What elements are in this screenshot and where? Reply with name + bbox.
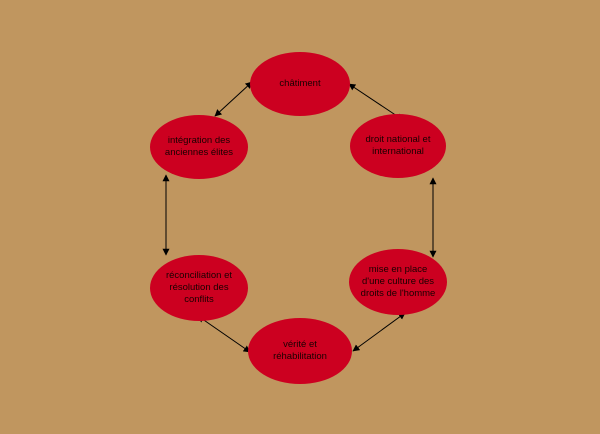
- edge-reconciliation-integration: [197, 315, 251, 353]
- node-chatiment-label: châtiment: [279, 78, 321, 89]
- node-integration-elites: intégration des anciennes élites: [150, 115, 248, 179]
- node-integration-elites-label: intégration des anciennes élites: [164, 135, 234, 158]
- node-culture-droits-homme: mise en place d'une culture des droits d…: [349, 249, 447, 315]
- node-verite-rehabilitation-label: vérité et réhabilitation: [273, 339, 327, 362]
- edge-verite-reconciliation: [352, 312, 406, 352]
- node-reconciliation: réconciliation et résolution des conflit…: [150, 255, 248, 321]
- node-droit-national-label: droit national et international: [365, 134, 431, 157]
- node-droit-national: droit national et international: [350, 114, 446, 178]
- node-culture-droits-homme-label: mise en place d'une culture des droits d…: [360, 264, 436, 299]
- node-chatiment: châtiment: [250, 52, 350, 116]
- node-verite-rehabilitation: vérité et réhabilitation: [248, 318, 352, 384]
- node-reconciliation-label: réconciliation et résolution des conflit…: [165, 270, 232, 305]
- edge-chatiment-droit: [214, 81, 253, 117]
